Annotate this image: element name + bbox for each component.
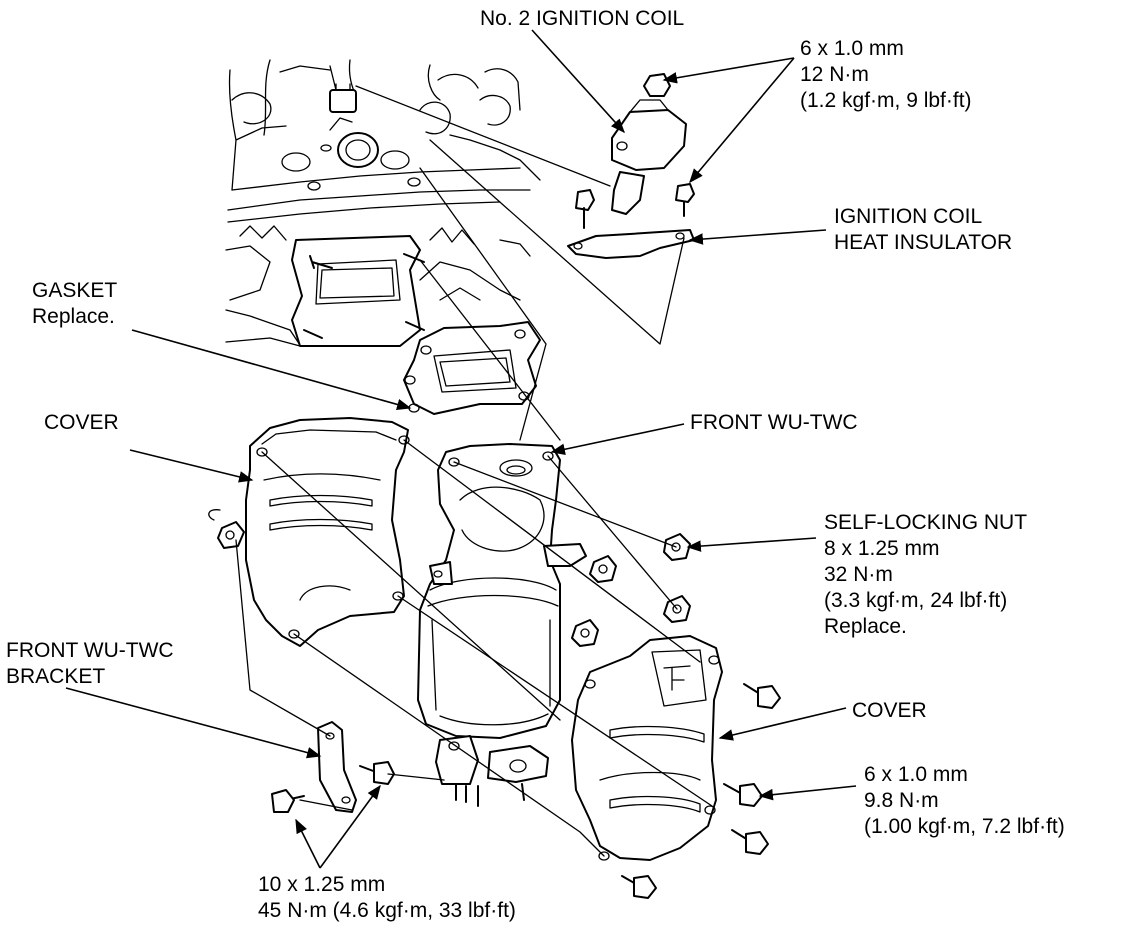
- cover-bolt-size: 6 x 1.0 mm: [864, 763, 968, 786]
- ignition-coil-label: No. 2 IGNITION COIL: [480, 6, 684, 32]
- heat-insulator-line-2: HEAT INSULATOR: [834, 231, 1013, 254]
- left-cover-drawing: [208, 417, 410, 647]
- ignition-coil-drawing: [611, 73, 687, 215]
- self-locking-nut-label: SELF-LOCKING NUT 8 x 1.25 mm 32 N·m (3.3…: [824, 510, 1027, 640]
- gasket-note: Replace.: [32, 305, 115, 328]
- nut-torque: 32 N·m: [824, 563, 893, 586]
- gasket-drawing: [403, 321, 541, 415]
- coil-bolt-torque-alt: (1.2 kgf·m, 9 lbf·ft): [800, 89, 972, 112]
- front-wu-twc-label: FRONT WU-TWC: [690, 410, 858, 436]
- coil-bolt-torque: 12 N·m: [800, 63, 869, 86]
- coil-bolt-spec-label: 6 x 1.0 mm 12 N·m (1.2 kgf·m, 9 lbf·ft): [800, 36, 972, 114]
- heat-insulator-drawing: [567, 183, 695, 259]
- cover-bolt-torque: 9.8 N·m: [864, 789, 939, 812]
- leader-lines: [65, 29, 857, 869]
- heat-insulator-line-1: IGNITION COIL: [834, 205, 983, 228]
- nut-torque-alt: (3.3 kgf·m, 24 lbf·ft): [824, 589, 1008, 612]
- bracket-line-2: BRACKET: [6, 665, 106, 688]
- right-cover-name: COVER: [852, 699, 927, 722]
- alignment-lines: [235, 85, 713, 857]
- catalytic-converter-drawing: [417, 443, 587, 807]
- bracket-bolt-torque: 45 N·m (4.6 kgf·m, 33 lbf·ft): [258, 899, 516, 922]
- ignition-coil-label-line: No. 2 IGNITION COIL: [480, 7, 685, 30]
- bracket-bolt-size: 10 x 1.25 mm: [258, 873, 386, 896]
- bracket-line-1: FRONT WU-TWC: [6, 639, 174, 662]
- engine-head-drawing: [225, 59, 541, 347]
- front-wu-twc-name: FRONT WU-TWC: [690, 411, 858, 434]
- nut-size: 8 x 1.25 mm: [824, 537, 940, 560]
- right-cover-label: COVER: [852, 698, 927, 724]
- gasket-name: GASKET: [32, 279, 118, 302]
- bracket-label: FRONT WU-TWC BRACKET: [6, 638, 174, 690]
- bracket-drawing: [271, 721, 395, 813]
- cover-bolt-torque-alt: (1.00 kgf·m, 7.2 lbf·ft): [864, 815, 1065, 838]
- nut-note: Replace.: [824, 615, 907, 638]
- right-cover-drawing: [571, 635, 781, 899]
- heat-insulator-label: IGNITION COIL HEAT INSULATOR: [834, 204, 1012, 256]
- left-cover-name: COVER: [44, 411, 119, 434]
- coil-bolt-size: 6 x 1.0 mm: [800, 37, 904, 60]
- gasket-label: GASKET Replace.: [32, 278, 117, 330]
- self-locking-nuts-drawing: [571, 533, 691, 647]
- left-cover-label: COVER: [44, 410, 119, 436]
- nut-name: SELF-LOCKING NUT: [824, 511, 1028, 534]
- cover-bolt-spec-label: 6 x 1.0 mm 9.8 N·m (1.00 kgf·m, 7.2 lbf·…: [864, 762, 1065, 840]
- bracket-bolt-spec-label: 10 x 1.25 mm 45 N·m (4.6 kgf·m, 33 lbf·f…: [258, 872, 516, 924]
